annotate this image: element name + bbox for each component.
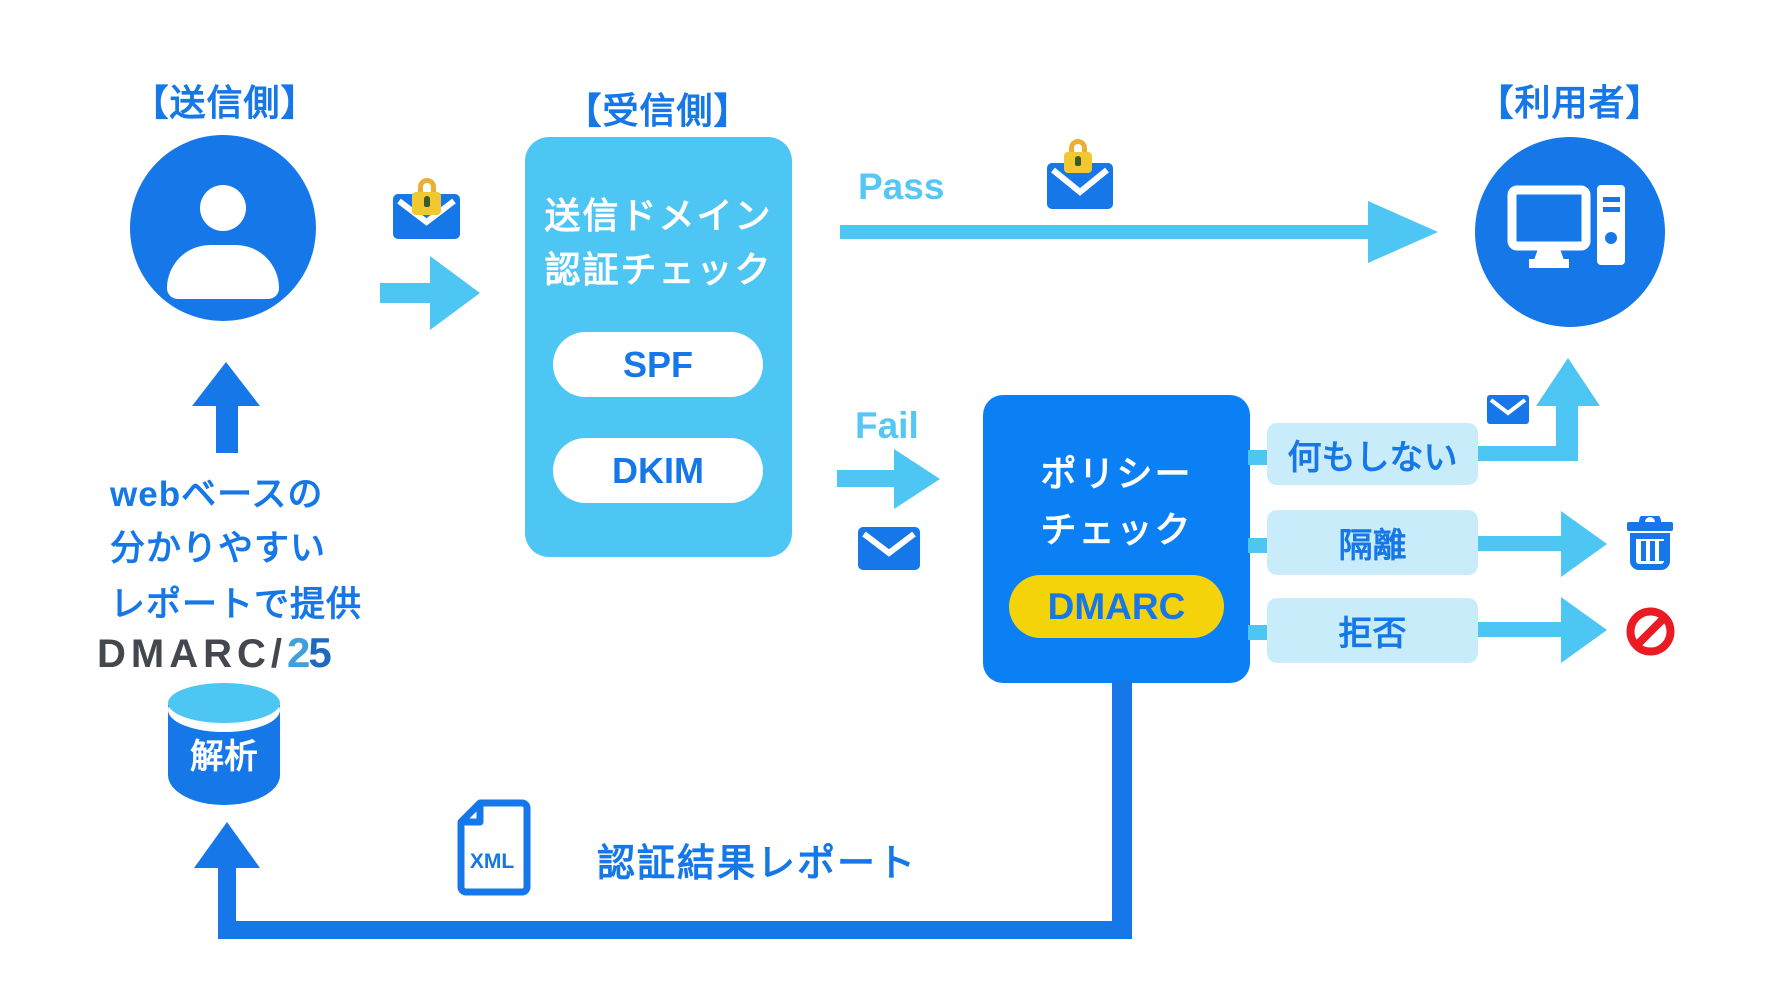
fail-label: Fail — [855, 405, 919, 446]
user-node — [1475, 137, 1665, 327]
outcome-reject-box: 拒否 — [1267, 598, 1478, 663]
policy-line1: ポリシー — [1040, 453, 1193, 494]
fail-arrow-bar — [837, 470, 897, 487]
logo-5-text: 5 — [308, 629, 332, 676]
user-title: 【利用者】 — [1477, 82, 1663, 123]
sender-title: 【送信側】 — [132, 82, 318, 123]
auth-check-line1: 送信ドメイン — [544, 195, 773, 236]
outcome-none-box: 何もしない — [1267, 423, 1478, 485]
connector-1 — [1248, 450, 1269, 465]
pass-arrow-head — [1368, 201, 1438, 263]
note-line2: 分かりやすい — [110, 529, 327, 568]
computer-icon — [1507, 185, 1625, 268]
none-path-arrow-head — [1536, 358, 1600, 406]
pass-lock-shackle-icon — [1069, 139, 1087, 154]
reject-arrow-head — [1561, 597, 1607, 663]
pass-label: Pass — [858, 166, 945, 207]
lock-shackle-icon — [418, 178, 436, 194]
database-label: 解析 — [190, 738, 258, 776]
xml-file-icon — [457, 799, 531, 896]
delivered-mail-icon — [1487, 395, 1529, 424]
database-icon: 解析 — [168, 683, 280, 805]
logo-dmarc-text: DMARC/ — [97, 632, 287, 676]
sender-avatar — [130, 135, 316, 321]
auth-check-line2: 認証チェック — [544, 249, 773, 290]
database-top — [168, 683, 280, 723]
fail-arrow-head — [894, 449, 940, 509]
report-label: 認証結果レポート — [597, 843, 918, 885]
receiver-title: 【受信側】 — [565, 90, 751, 131]
loop-hbar — [218, 921, 1132, 939]
quarantine-arrow-bar — [1478, 536, 1563, 551]
dmarc25-logo: DMARC/25 — [97, 629, 332, 677]
connector-3 — [1248, 625, 1269, 640]
person-body-icon — [167, 245, 279, 299]
person-icon — [200, 185, 246, 231]
note-line1: webベースの — [110, 475, 324, 514]
note-line3: レポートで提供 — [110, 585, 363, 624]
none-path-hbar — [1478, 446, 1566, 461]
quarantine-arrow-head — [1561, 511, 1607, 577]
fail-mail-icon — [858, 527, 920, 570]
spf-pill: SPF — [553, 332, 763, 397]
report-up-arrow-head — [192, 362, 260, 406]
reject-arrow-bar — [1478, 622, 1563, 637]
outcome-quarantine-box: 隔離 — [1267, 510, 1478, 575]
pass-arrow-bar — [840, 225, 1370, 239]
lock-icon — [412, 192, 441, 215]
none-path-vshaft — [1556, 402, 1578, 461]
trash-icon — [1627, 516, 1673, 570]
dkim-pill: DKIM — [553, 438, 763, 503]
sender-arrow-head — [430, 256, 480, 330]
loop-up-shaft — [218, 866, 236, 923]
logo-2-text: 2 — [286, 629, 310, 676]
pass-lock-icon — [1064, 152, 1092, 173]
connector-2 — [1248, 538, 1269, 553]
sender-arrow-bar — [380, 283, 432, 303]
auth-check-box: 送信ドメイン 認証チェック SPF DKIM — [525, 137, 792, 557]
report-up-arrow-shaft — [216, 405, 238, 453]
loop-vline — [1112, 680, 1132, 939]
policy-line2: チェック — [1040, 509, 1193, 550]
loop-arrow-head — [194, 822, 260, 868]
prohibition-icon — [1626, 607, 1675, 656]
policy-check-box: ポリシー チェック DMARC — [983, 395, 1250, 683]
xml-file-label: XML — [469, 850, 515, 873]
dmarc-pill: DMARC — [1009, 575, 1224, 638]
